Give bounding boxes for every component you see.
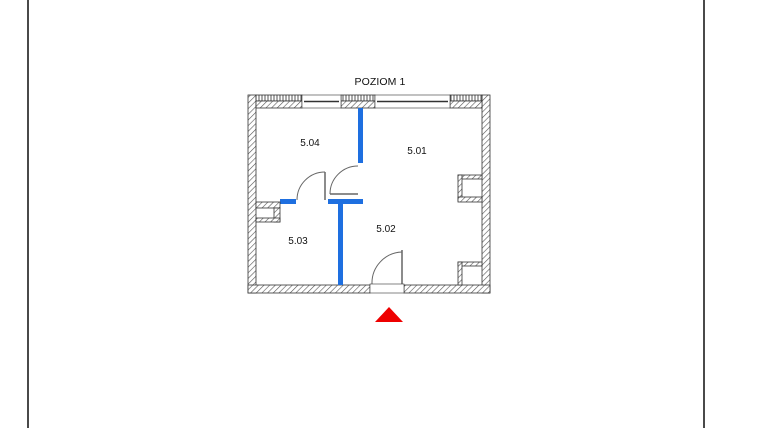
room-label-5-01: 5.01 xyxy=(407,146,427,157)
page-frame-left-border xyxy=(27,0,29,428)
windows xyxy=(301,94,451,109)
room-label-5-02: 5.02 xyxy=(376,224,396,235)
doors xyxy=(296,165,405,294)
room-label-5-03: 5.03 xyxy=(288,236,308,247)
entrance-triangle-icon xyxy=(375,307,403,322)
interior-partitions xyxy=(280,108,363,285)
room-label-5-04: 5.04 xyxy=(300,138,320,149)
exterior-walls xyxy=(247,94,491,294)
plan-title: POZIOM 1 xyxy=(354,76,406,88)
shafts xyxy=(255,174,483,286)
page-frame-right-border xyxy=(703,0,705,428)
